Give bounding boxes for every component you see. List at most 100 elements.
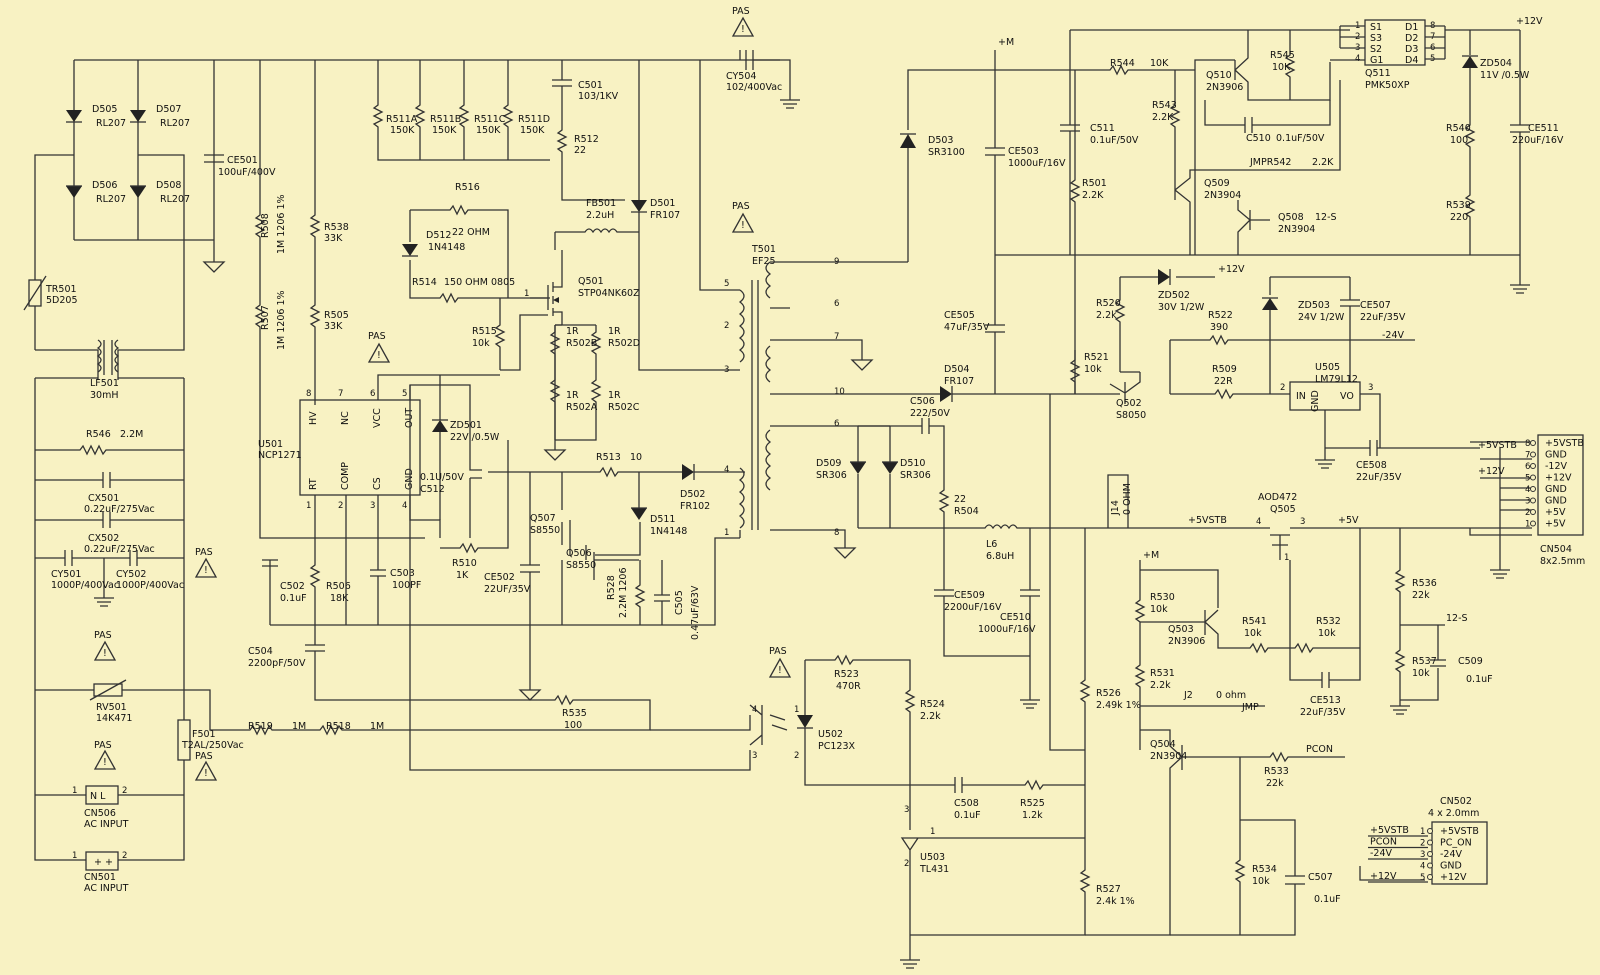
label-cn504v: 8x2.5mm bbox=[1540, 556, 1585, 567]
label-ce510v: 1000uF/16V bbox=[978, 624, 1036, 635]
pas-warnings: ! PAS ! PAS ! PAS ! PAS ! PAS ! PAS ! PA… bbox=[93, 6, 792, 781]
connector-cn502: +5VSTB1+5VSTBPC_ON2PCON-24V3-24VGND4+12V… bbox=[1359, 796, 1488, 885]
label-cn506: CN506 bbox=[84, 808, 116, 819]
label-j14: J14 bbox=[1110, 500, 1121, 516]
label-r537v: 10k bbox=[1412, 668, 1430, 679]
label-r505: R505 bbox=[324, 310, 349, 321]
label-ce505v: 47uF/35V bbox=[944, 322, 990, 333]
label-r520: R520 bbox=[1096, 298, 1121, 309]
svg-text:!: ! bbox=[741, 220, 745, 231]
label-q510: Q510 bbox=[1206, 70, 1232, 81]
label-r528: R528 bbox=[606, 575, 617, 600]
label-r524: R524 bbox=[920, 699, 945, 710]
label-12v-top: +12V bbox=[1516, 16, 1543, 27]
label-d502v: FR102 bbox=[680, 501, 710, 512]
label-zd503v: 24V 1/2W bbox=[1298, 312, 1345, 323]
cn502-pin bbox=[1427, 851, 1433, 857]
svg-text:1: 1 bbox=[524, 289, 529, 299]
warning-icon: ! bbox=[93, 640, 117, 661]
label-rv501: RV501 bbox=[96, 702, 127, 713]
cn502-pin-number: 4 bbox=[1420, 862, 1425, 872]
pin-rt: RT bbox=[308, 478, 319, 490]
cn504-pin-label: +5V bbox=[1545, 507, 1566, 518]
label-u501v: NCP1271 bbox=[258, 450, 302, 461]
label-r523v: 470R bbox=[836, 681, 861, 692]
label-cy502v: 1000P/400Vac bbox=[116, 580, 184, 591]
label-q507: Q507 bbox=[530, 513, 556, 524]
label-r537: R537 bbox=[1412, 656, 1437, 667]
label-ce507v: 22uF/35V bbox=[1360, 312, 1406, 323]
label-c502v: 0.1uF bbox=[280, 593, 307, 604]
pin-in: IN bbox=[1296, 391, 1306, 402]
label-zd501v: 22V /0.5W bbox=[450, 432, 500, 443]
cn502-pin-label: PC_ON bbox=[1440, 838, 1472, 849]
label-r506v: 18K bbox=[330, 593, 349, 604]
label-r531v: 2.2k bbox=[1150, 680, 1171, 691]
label-cn501v: AC INPUT bbox=[84, 883, 129, 894]
label-r512: R512 bbox=[574, 134, 599, 145]
label-jmp: JMP bbox=[1241, 702, 1259, 713]
pin-vo: VO bbox=[1340, 391, 1354, 402]
diode-d508 bbox=[130, 185, 146, 198]
label-u503v: TL431 bbox=[919, 864, 949, 875]
label-cn504-5vstb: +5VSTB bbox=[1478, 440, 1517, 451]
warning-icon: ! bbox=[194, 557, 218, 578]
label-rv501v: 14K471 bbox=[96, 713, 132, 724]
svg-text:8: 8 bbox=[834, 528, 839, 538]
ic-u505 bbox=[1289, 381, 1361, 411]
label-jmpr542: JMPR542 bbox=[1249, 157, 1291, 168]
secondary-section: D503 SR3100 +M CE503 1000uF/16V C511 0.1… bbox=[749, 29, 1520, 969]
label-r509v: 22R bbox=[1214, 376, 1233, 387]
cn502-pin-list: +5VSTB1+5VSTBPC_ON2PCON-24V3-24VGND4+12V… bbox=[1368, 825, 1479, 883]
label-d504: D504 bbox=[944, 364, 969, 375]
label-zd504: ZD504 bbox=[1480, 58, 1512, 69]
cn504-pin-number: 5 bbox=[1525, 474, 1530, 484]
pas-label-4: PAS bbox=[195, 547, 213, 558]
cn504-pin bbox=[1530, 440, 1536, 446]
label-l6: L6 bbox=[986, 539, 997, 550]
label-rl207-4: RL207 bbox=[160, 194, 190, 205]
label-t501: T501 bbox=[751, 244, 776, 255]
cn502-net-label: +12V bbox=[1370, 871, 1397, 882]
svg-text:5: 5 bbox=[402, 389, 407, 399]
label-5vstb: +5VSTB bbox=[1188, 515, 1227, 526]
label-c501v: 103/1KV bbox=[578, 91, 619, 102]
label-r511a: R511A bbox=[386, 114, 418, 125]
svg-text:4: 4 bbox=[752, 705, 757, 715]
label-r504v: 22 bbox=[954, 494, 966, 505]
cn504-pin bbox=[1530, 486, 1536, 492]
label-cy501v: 1000P/400Vac bbox=[51, 580, 119, 591]
label-c509: C509 bbox=[1458, 656, 1483, 667]
label-r539v: 220 bbox=[1450, 212, 1468, 223]
pin-hv: HV bbox=[308, 411, 319, 425]
label-ce507: CE507 bbox=[1360, 300, 1391, 311]
label-zd501: ZD501 bbox=[450, 420, 482, 431]
label-r528v: 2.2M 1206 bbox=[618, 567, 629, 618]
label-1r-d: 1R bbox=[608, 326, 621, 337]
cn502-pin-label: +12V bbox=[1440, 872, 1467, 883]
svg-text:1: 1 bbox=[306, 501, 311, 511]
label-r515: R515 bbox=[472, 326, 497, 337]
label-r506: R506 bbox=[326, 581, 351, 592]
label-22ohm: 22 OHM bbox=[452, 227, 490, 238]
label-5v: +5V bbox=[1338, 515, 1359, 526]
svg-text:4: 4 bbox=[402, 501, 407, 511]
label-d512v: 1N4148 bbox=[428, 242, 465, 253]
label-r533v: 22k bbox=[1266, 778, 1284, 789]
svg-text:6: 6 bbox=[370, 389, 375, 399]
label-q506: Q506 bbox=[566, 548, 592, 559]
pin-nc: NC bbox=[340, 411, 351, 425]
label-r534: R534 bbox=[1252, 864, 1277, 875]
label-r502a: R502A bbox=[566, 402, 598, 413]
label-c509v: 0.1uF bbox=[1466, 674, 1493, 685]
label-m24v: -24V bbox=[1382, 330, 1405, 341]
cn502-pin-number: 3 bbox=[1420, 850, 1425, 860]
label-r511v-a: 150K bbox=[390, 125, 415, 136]
label-r508: R508 bbox=[260, 213, 271, 238]
label-r535: R535 bbox=[562, 708, 587, 719]
svg-text:!: ! bbox=[103, 757, 107, 768]
label-r546: R546 bbox=[86, 429, 111, 440]
label-q508: Q508 bbox=[1278, 212, 1304, 223]
